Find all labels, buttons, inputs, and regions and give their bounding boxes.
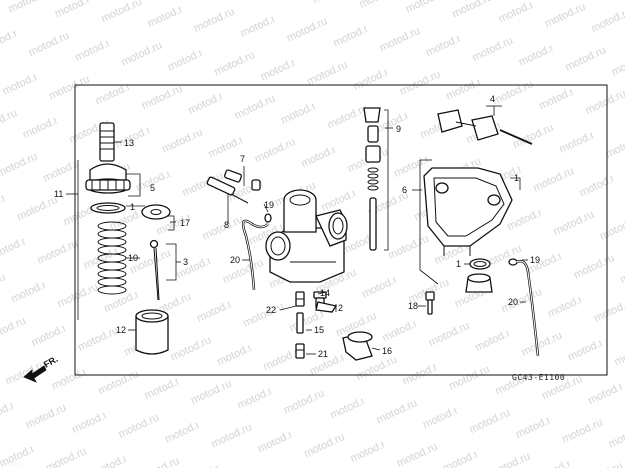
part-20-overflow-tube-right: [515, 259, 540, 357]
part-3-jet-needle: [149, 239, 160, 301]
callout-3: 3: [183, 257, 188, 267]
part-18-drain-screw: [425, 291, 435, 315]
watermark-text: motod.ru: [1, 462, 21, 468]
callout-1-chamber: 1: [456, 259, 461, 269]
part-1-cap-gasket: [90, 202, 126, 214]
part-1-chamber-gasket: [469, 258, 491, 270]
part-22-jet: [295, 291, 305, 307]
part-17-clip: [141, 204, 171, 220]
callout-1-float: 1: [514, 173, 519, 183]
callout-12: 12: [116, 325, 126, 335]
callout-14: 14: [320, 288, 330, 298]
callout-2: 2: [338, 303, 343, 313]
callout-18: 18: [408, 301, 418, 311]
part-10-throttle-spring: [97, 221, 127, 295]
part-13-adjuster: [99, 122, 115, 162]
part-19-clip-left: [264, 213, 272, 223]
callout-20-right: 20: [508, 297, 518, 307]
callout-19-left: 19: [264, 200, 274, 210]
callout-5: 5: [150, 183, 155, 193]
callout-16: 16: [382, 346, 392, 356]
part-4-float: [437, 109, 533, 145]
part-12-throttle-valve: [135, 309, 169, 355]
part-5-top-cap: [85, 163, 131, 194]
part-6-float-chamber: [423, 167, 513, 256]
part-21-main-jet: [295, 343, 305, 359]
part-8-throttle-stop-screw: [206, 176, 249, 204]
part-15-main-jet-holder: [296, 312, 304, 334]
part-16-cap: [342, 331, 373, 361]
callout-4: 4: [490, 94, 495, 104]
figure-code: GC43-E1100: [512, 373, 565, 382]
diagram-frame: [74, 84, 608, 376]
callout-15: 15: [314, 325, 324, 335]
callout-labels: 13 5 1 11 17 10 3 12 7 8 19 20 9 4 6 1 1…: [54, 94, 540, 359]
front-arrow-icon: [23, 365, 47, 383]
part-2-slow-jet: [315, 301, 338, 313]
part-19-clip-right: [508, 258, 518, 266]
callout-19-right: 19: [530, 255, 540, 265]
callout-21: 21: [318, 349, 328, 359]
callout-13: 13: [124, 138, 134, 148]
callout-20-left: 20: [230, 255, 240, 265]
callout-8: 8: [224, 220, 229, 230]
callout-9: 9: [396, 124, 401, 134]
carburetor-body: [265, 189, 348, 283]
part-7-screw: [224, 169, 261, 191]
callout-1-cap: 1: [130, 202, 135, 212]
part-20-overflow-tube-left: [241, 219, 269, 291]
leader-lines: [66, 105, 528, 355]
callout-11: 11: [54, 189, 63, 199]
callout-6: 6: [402, 185, 407, 195]
callout-17: 17: [180, 218, 190, 228]
part-9-float-valve-stack: [363, 107, 381, 251]
callout-7: 7: [240, 154, 245, 164]
drain-plug: [465, 273, 493, 293]
callout-22: 22: [266, 305, 276, 315]
callout-10: 10: [128, 253, 138, 263]
